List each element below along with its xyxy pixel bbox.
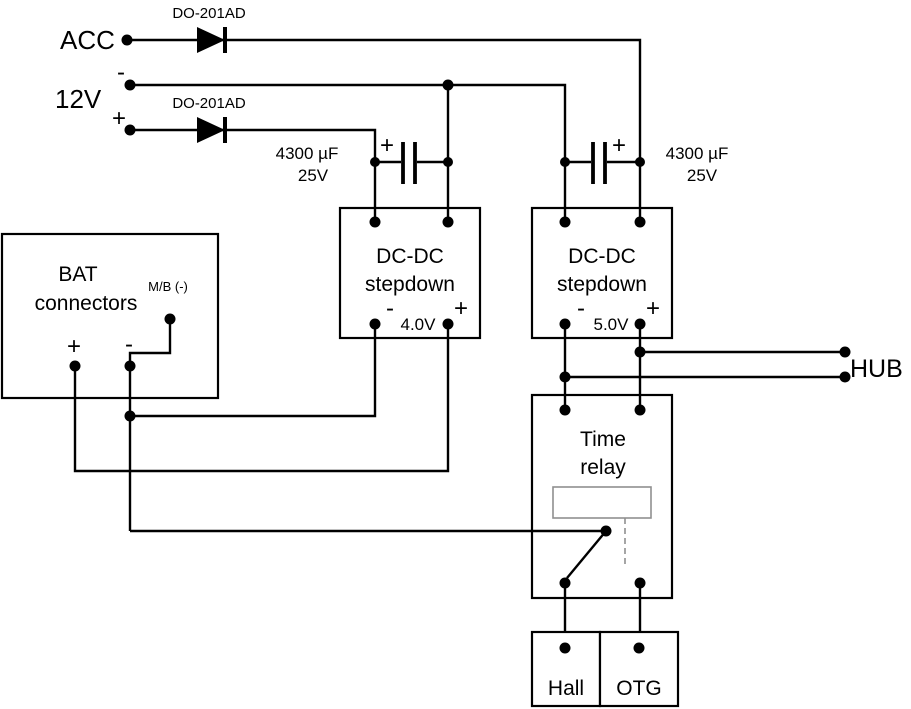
dcdc-left-minus-sign: - bbox=[386, 295, 394, 322]
dcdc-left-output-voltage: 4.0V bbox=[401, 315, 437, 334]
supply-12v-branch: 12V - + DO-201AD bbox=[55, 59, 567, 222]
capacitor-left-voltage: 25V bbox=[298, 166, 329, 185]
relay-label-line1: Time bbox=[580, 428, 626, 451]
bat-wiring bbox=[73, 324, 606, 533]
dcdc-right-output-voltage: 5.0V bbox=[594, 315, 630, 334]
otg-box-group: OTG bbox=[598, 583, 680, 708]
capacitor-right-plus-sign: + bbox=[612, 132, 626, 159]
capacitor-left-plus-sign: + bbox=[380, 132, 394, 159]
bat-plus-wire bbox=[73, 324, 450, 473]
capacitor-right: + 4300 µF 25V bbox=[560, 132, 728, 185]
capacitor-right-junction-dot-right bbox=[635, 157, 645, 167]
capacitor-right-junction-dot-left bbox=[560, 157, 570, 167]
dcdc-right-minus-sign: - bbox=[577, 295, 585, 322]
supply-12v-minus-wire bbox=[130, 83, 567, 222]
supply-12v-minus-sign: - bbox=[117, 59, 125, 86]
acc-label: ACC bbox=[60, 25, 115, 55]
otg-terminal-dot bbox=[633, 642, 645, 654]
capacitor-right-voltage: 25V bbox=[687, 166, 718, 185]
supply-12v-diode-label: DO-201AD bbox=[172, 95, 246, 112]
supply-12v-diode-icon bbox=[197, 117, 225, 143]
dcdc-left-label-line1: DC-DC bbox=[376, 245, 444, 268]
relay-coil bbox=[552, 486, 652, 519]
bat-minus-sign: - bbox=[125, 331, 133, 358]
time-relay: Time relay bbox=[530, 393, 674, 600]
relay-switch-arm bbox=[566, 530, 607, 579]
hub-plus-terminal-dot bbox=[839, 346, 851, 358]
dcdc-left-plus-sign: + bbox=[454, 295, 468, 322]
dcdc-right-plus-sign: + bbox=[646, 295, 660, 322]
hall-terminal-dot bbox=[559, 642, 571, 654]
hub-connection: HUB bbox=[559, 324, 903, 410]
supply-12v-plus-sign: + bbox=[112, 105, 126, 132]
capacitor-left-junction-dot-left bbox=[370, 157, 380, 167]
bat-mb-wire bbox=[128, 319, 172, 366]
dcdc-left-box bbox=[338, 206, 482, 340]
bat-label-line2: connectors bbox=[35, 292, 138, 315]
dcdc-right-box bbox=[530, 206, 674, 340]
hub-label: HUB bbox=[850, 355, 903, 383]
acc-diode-icon bbox=[197, 27, 225, 53]
dcdc-left-label-line2: stepdown bbox=[365, 273, 455, 296]
bat-connectors-box bbox=[0, 232, 220, 400]
acc-branch: ACC DO-201AD bbox=[60, 5, 642, 222]
bat-plus-sign: + bbox=[67, 333, 81, 360]
otg-label: OTG bbox=[616, 677, 662, 700]
bat-label-line1: BAT bbox=[58, 263, 97, 286]
supply-12v-label: 12V bbox=[55, 84, 102, 114]
capacitor-left-value: 4300 µF bbox=[276, 144, 339, 163]
capacitor-left-junction-dot-right bbox=[443, 157, 453, 167]
hall-label: Hall bbox=[548, 677, 584, 700]
relay-label-line2: relay bbox=[580, 456, 626, 479]
hub-minus-terminal-dot bbox=[839, 371, 851, 383]
capacitor-right-value: 4300 µF bbox=[666, 144, 729, 163]
bat-connectors: BAT connectors M/B (-) + - bbox=[0, 232, 220, 400]
acc-diode-label: DO-201AD bbox=[172, 5, 246, 22]
bat-minus-to-dcdc-wire bbox=[130, 324, 377, 418]
dcdc-right-label-line2: stepdown bbox=[557, 273, 647, 296]
bat-mb-label: M/B (-) bbox=[148, 279, 188, 294]
dcdc-left: DC-DC stepdown - 4.0V + bbox=[338, 206, 482, 340]
hall-box-group: Hall bbox=[530, 583, 602, 708]
time-relay-box bbox=[530, 393, 674, 600]
dcdc-right-label-line1: DC-DC bbox=[568, 245, 636, 268]
dcdc-right: DC-DC stepdown - 5.0V + bbox=[530, 206, 674, 340]
capacitor-left: + 4300 µF 25V bbox=[276, 132, 453, 185]
